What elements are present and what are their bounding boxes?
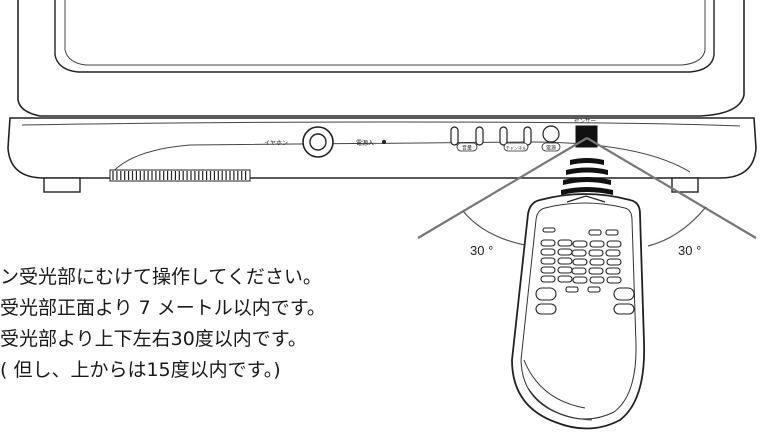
remote-button[interactable] bbox=[606, 258, 622, 266]
signal-waves bbox=[561, 158, 613, 195]
earphone-jack-inner bbox=[309, 133, 327, 151]
remote-button[interactable] bbox=[588, 249, 604, 257]
remote-button[interactable] bbox=[557, 266, 573, 274]
remote-button[interactable] bbox=[535, 287, 557, 301]
angle-line-left bbox=[417, 137, 588, 239]
remote-button[interactable] bbox=[605, 267, 621, 275]
remote-button[interactable] bbox=[540, 239, 556, 247]
volume-button-right[interactable] bbox=[475, 126, 484, 146]
remote-bottom-curve-1 bbox=[523, 359, 586, 409]
tv-foot-left bbox=[43, 177, 81, 193]
angle-arc-left bbox=[462, 210, 531, 247]
instruction-line-1: ン受光部にむけて操作してください。 bbox=[0, 266, 322, 288]
channel-label: チャンネル bbox=[506, 146, 527, 152]
tv-front-panel-inner-line bbox=[21, 121, 741, 127]
remote-button[interactable] bbox=[540, 266, 556, 274]
power-indicator-label: 電源入 bbox=[356, 139, 374, 147]
angle-line-right bbox=[586, 137, 757, 239]
remote-button[interactable] bbox=[589, 240, 605, 248]
remote-button[interactable] bbox=[589, 258, 605, 266]
volume-button-left[interactable] bbox=[450, 126, 459, 146]
channel-button-left[interactable] bbox=[499, 126, 508, 146]
angle-label-right: 30 ° bbox=[678, 243, 702, 258]
tv-screen-outer-bezel bbox=[17, 0, 745, 117]
speaker-grille bbox=[109, 169, 251, 182]
remote-button[interactable] bbox=[572, 276, 588, 284]
remote-button[interactable] bbox=[606, 240, 622, 248]
remote-button[interactable] bbox=[613, 303, 635, 315]
remote-button[interactable] bbox=[613, 287, 635, 301]
remote-button[interactable] bbox=[606, 276, 622, 284]
remote-button[interactable] bbox=[565, 286, 579, 293]
remote-button[interactable] bbox=[540, 275, 556, 283]
remote-button[interactable] bbox=[557, 257, 573, 265]
power-indicator-dot bbox=[382, 140, 386, 144]
remote-button[interactable] bbox=[542, 227, 556, 233]
volume-label-pill bbox=[456, 142, 478, 152]
remote-button[interactable] bbox=[605, 229, 619, 236]
earphone-label: イヤホン bbox=[264, 140, 288, 147]
remote-button[interactable] bbox=[605, 249, 621, 257]
remote-button[interactable] bbox=[540, 257, 556, 265]
channel-label-pill bbox=[503, 142, 529, 152]
remote-button[interactable] bbox=[535, 303, 557, 315]
tv-front-panel bbox=[7, 117, 757, 179]
power-label-pill bbox=[541, 142, 561, 152]
remote-button-pad bbox=[535, 227, 635, 315]
remote-button[interactable] bbox=[587, 286, 601, 293]
angle-label-left: 30 ° bbox=[470, 243, 494, 258]
instruction-line-4: ( 但し、上からは15度以内です。) bbox=[0, 359, 281, 381]
tv-screen-inner-bezel bbox=[54, 0, 715, 73]
channel-button-right[interactable] bbox=[523, 126, 532, 146]
volume-label: 音量 bbox=[462, 145, 472, 152]
remote-control-notch bbox=[566, 195, 606, 203]
remote-button[interactable] bbox=[571, 267, 587, 275]
remote-button[interactable] bbox=[588, 267, 604, 275]
remote-bottom-curve-2 bbox=[527, 387, 593, 421]
remote-button[interactable] bbox=[588, 229, 602, 236]
remote-button[interactable] bbox=[557, 275, 573, 283]
remote-button[interactable] bbox=[572, 240, 588, 248]
remote-button[interactable] bbox=[572, 258, 588, 266]
angle-arc-right bbox=[647, 206, 707, 247]
remote-button[interactable] bbox=[589, 276, 605, 284]
power-button-label: 電源 bbox=[546, 145, 556, 152]
tv-foot-right bbox=[671, 177, 699, 193]
power-button[interactable] bbox=[542, 125, 560, 143]
instruction-text-block: ン受光部にむけて操作してください。 受光部正面より 7 メートル以内です。 受光… bbox=[0, 262, 380, 386]
remote-button[interactable] bbox=[557, 239, 573, 247]
instruction-line-3: 受光部より上下左右30度以内です。 bbox=[0, 328, 307, 350]
instruction-line-2: 受光部正面より 7 メートル以内です。 bbox=[0, 297, 326, 319]
sensor-label: センサー bbox=[574, 118, 596, 125]
remote-control-inner-outline bbox=[520, 202, 637, 420]
tv-screen-inner-bezel-2 bbox=[64, 0, 706, 66]
remote-button[interactable] bbox=[557, 248, 573, 256]
remote-button[interactable] bbox=[540, 248, 556, 256]
remote-button[interactable] bbox=[571, 249, 587, 257]
